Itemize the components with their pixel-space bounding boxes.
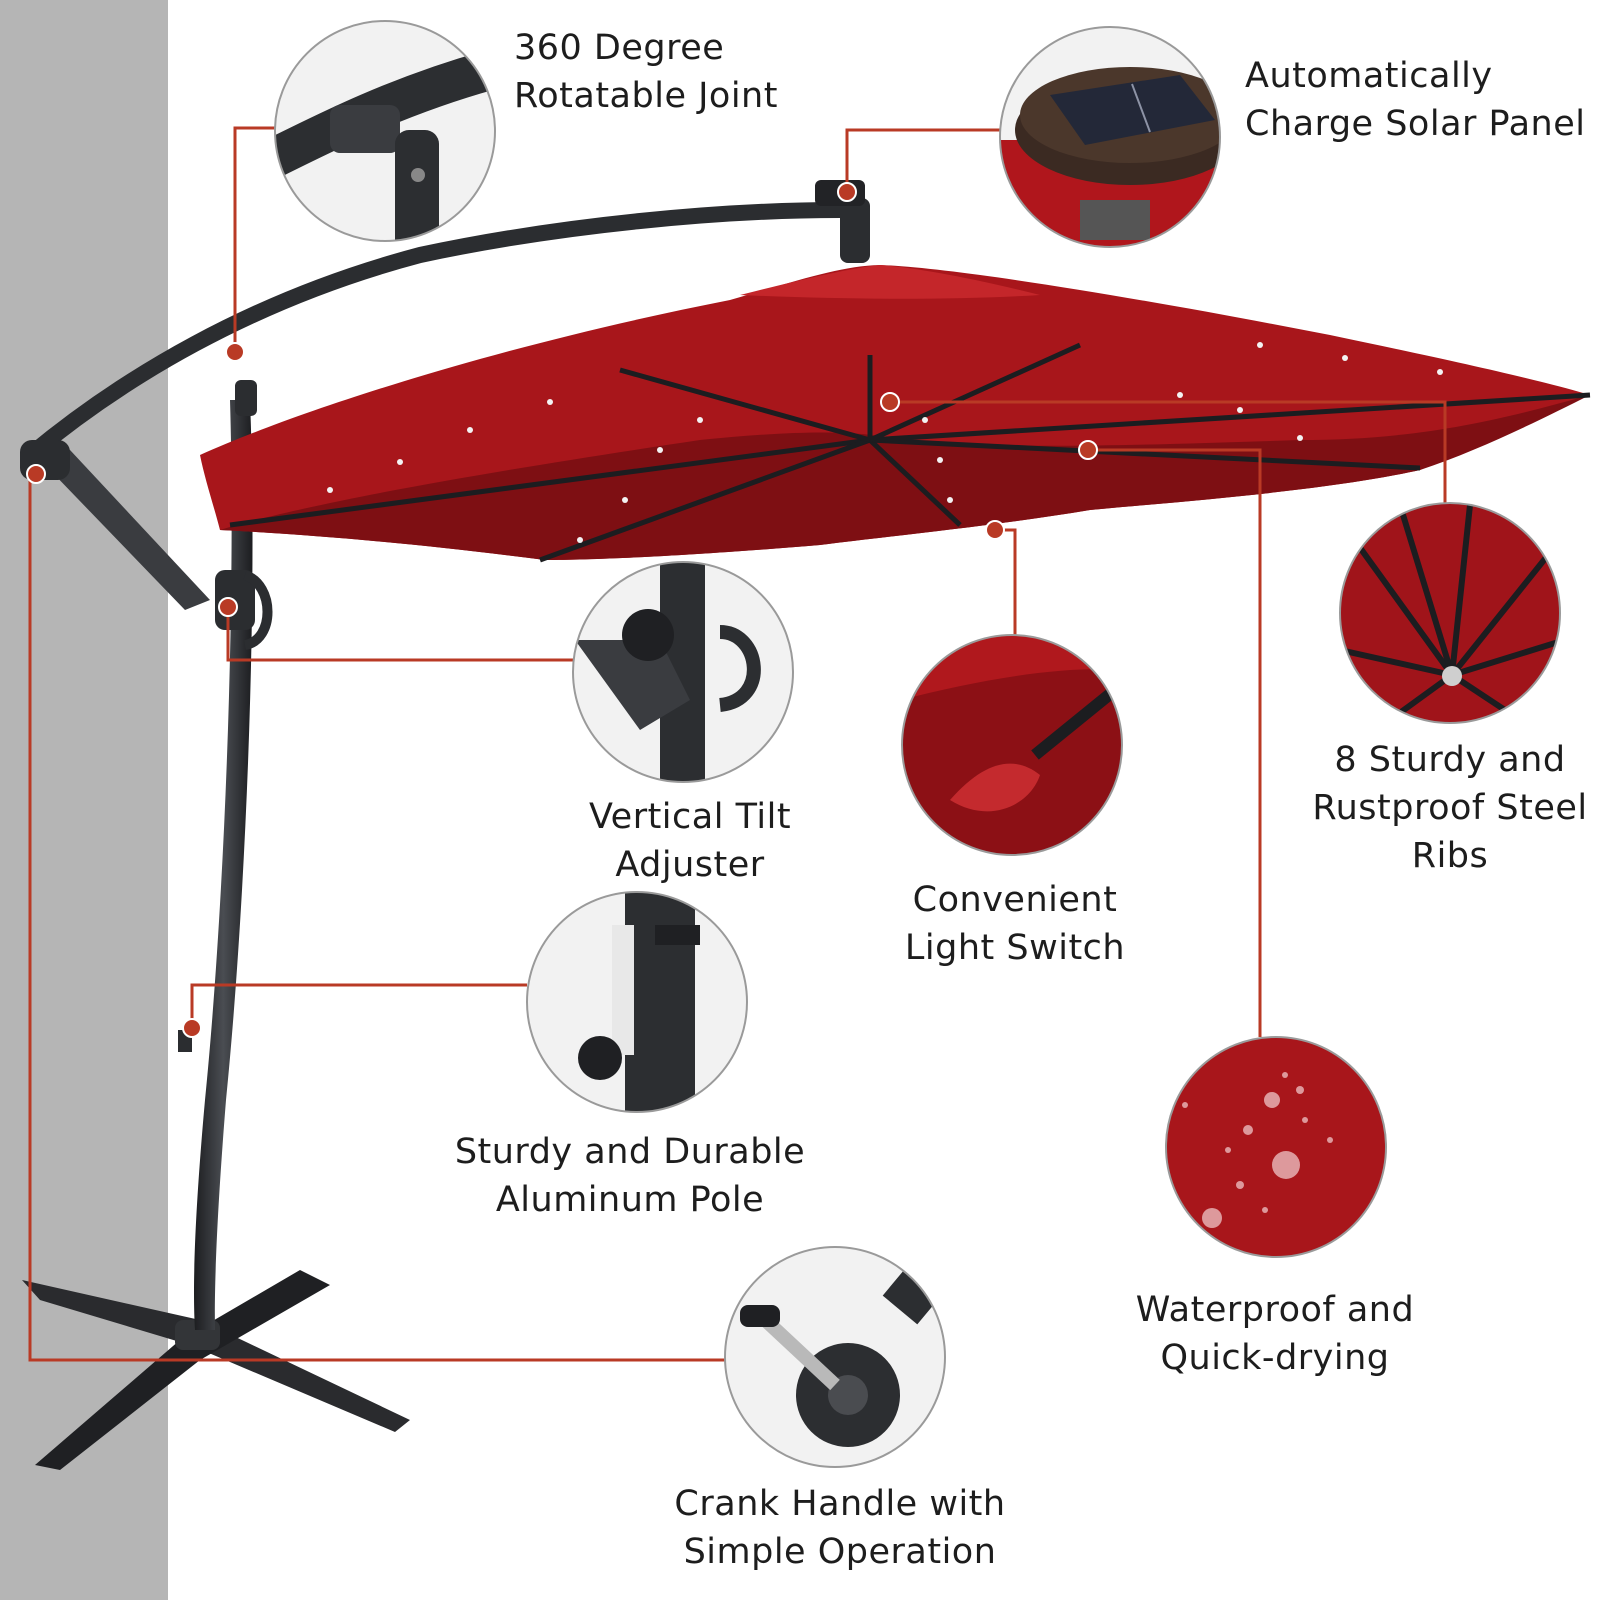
- tilt-knob-closeup-icon: [572, 561, 794, 783]
- umbrella-canopy: [200, 265, 1591, 563]
- label-line: Simple Operation: [683, 1532, 997, 1572]
- label-line: Quick-drying: [1160, 1338, 1390, 1378]
- label-line: Rotatable Joint: [514, 76, 778, 116]
- callout-anchor-dots: [26, 182, 1098, 1038]
- callout-leader-lines: [28, 126, 1447, 1362]
- crank-handle-closeup-icon: [724, 1246, 946, 1468]
- label-solar-panel: Automatically Charge Solar Panel: [1245, 52, 1585, 148]
- label-line: Automatically: [1245, 56, 1493, 96]
- label-steel-ribs: 8 Sturdy and Rustproof Steel Ribs: [1290, 736, 1600, 880]
- pole-clamp-closeup-icon: [526, 891, 748, 1113]
- light-switch-closeup-icon: [901, 634, 1123, 856]
- label-line: 8 Sturdy and: [1334, 740, 1566, 780]
- label-line: Waterproof and: [1135, 1290, 1415, 1330]
- cantilever-arm: [20, 180, 870, 480]
- label-waterproof: Waterproof and Quick-drying: [1110, 1286, 1440, 1382]
- label-line: Vertical Tilt: [588, 797, 792, 837]
- label-line: 360 Degree: [514, 28, 725, 68]
- label-line: Aluminum Pole: [495, 1180, 765, 1220]
- label-aluminum-pole: Sturdy and Durable Aluminum Pole: [430, 1128, 830, 1224]
- label-line: Ribs: [1411, 836, 1489, 876]
- label-line: Adjuster: [615, 845, 765, 885]
- label-line: Rustproof Steel: [1312, 788, 1588, 828]
- label-tilt-adjuster: Vertical Tilt Adjuster: [560, 793, 820, 889]
- label-line: Sturdy and Durable: [454, 1132, 806, 1172]
- cross-base: [22, 1270, 410, 1470]
- steel-ribs-closeup-icon: [1339, 502, 1561, 724]
- label-rotatable-joint: 360 Degree Rotatable Joint: [514, 24, 778, 120]
- label-crank-handle: Crank Handle with Simple Operation: [640, 1480, 1040, 1576]
- umbrella-pole: [40, 400, 273, 1330]
- label-line: Light Switch: [904, 928, 1126, 968]
- solar-panel-closeup-icon: [999, 26, 1221, 248]
- label-light-switch: Convenient Light Switch: [875, 876, 1155, 972]
- label-line: Convenient: [912, 880, 1118, 920]
- rotatable-joint-closeup-icon: [274, 20, 496, 242]
- label-line: Crank Handle with: [674, 1484, 1006, 1524]
- label-line: Charge Solar Panel: [1245, 104, 1586, 144]
- wall-background: [0, 0, 168, 1600]
- water-droplets-closeup-icon: [1165, 1036, 1387, 1258]
